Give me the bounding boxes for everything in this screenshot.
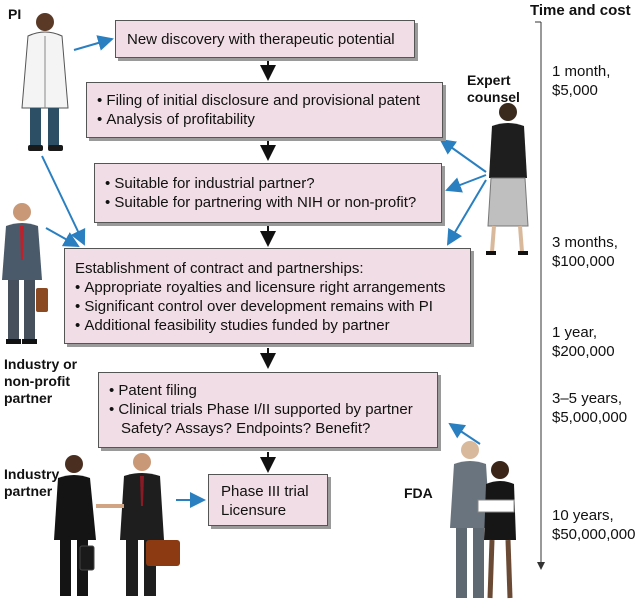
suitability-box: Suitable for industrial partner? Suitabl… [94,163,442,223]
timeline-entry-5: 10 years, $50,000,000 [552,506,635,544]
timeline-duration: 1 year, [552,324,598,341]
industry-partners-figure [54,453,180,596]
timeline-entry-4: 3–5 years, $5,000,000 [552,389,627,427]
clinical-box: Patent filing Clinical trials Phase I/II… [98,372,438,448]
contract-item: Appropriate royalties and licensure righ… [75,278,460,297]
clinical-questions: Safety? Assays? Endpoints? Benefit? [121,420,371,437]
contract-item: Additional feasibility studies funded by… [75,316,460,335]
expert-counsel-label: Expert counsel [467,72,520,106]
counsel-to-contract-arrow [446,179,487,246]
timeline-entry-1: 1 month, $5,000 [552,62,610,100]
contract-item: Significant control over development rem… [75,297,460,316]
phase3-line: Licensure [221,502,287,519]
discovery-box: New discovery with therapeutic potential [115,20,415,58]
counsel-to-filing-arrow [439,138,487,173]
phase3-line: Phase III trial [221,483,309,500]
pi-to-contract-arrow [41,155,86,246]
timeline-duration: 3–5 years, [552,390,623,407]
clinical-item: Patent filing [109,381,427,400]
industry-nonprofit-label-line-1: Industry or [4,356,78,372]
timeline-cost: $100,000 [552,253,615,270]
industry-nonprofit-label-line-2: non-profit [4,373,71,389]
expert-counsel-figure [486,103,529,255]
industry-nonprofit-label-line-3: partner [4,390,53,406]
timeline-duration: 3 months, [552,234,618,251]
discovery-text: New discovery with therapeutic potential [127,31,395,48]
fda-to-trials-arrow [448,422,481,445]
fda-label: FDA [404,485,433,501]
timeline-cost: $200,000 [552,343,615,360]
counsel-to-suitability-arrow [445,174,487,193]
timeline-duration: 10 years, [552,507,614,524]
pi-to-discovery-arrow [73,35,114,51]
timeline-axis [535,21,545,570]
expert-counsel-label-line-1: Expert [467,72,511,88]
timeline-cost: $5,000,000 [552,409,628,426]
pi-label: PI [8,6,22,22]
fda-figure [450,441,516,599]
expert-counsel-label-line-2: counsel [467,89,520,105]
industry-to-contract-arrow [45,227,80,247]
phase3-box: Phase III trial Licensure [208,474,328,526]
time-and-cost-header: Time and cost [530,2,631,19]
suitability-item: Suitable for industrial partner? [105,174,431,193]
industry-partner-label-line-2: partner [4,483,53,499]
clinical-item: Clinical trials Phase I/II supported by … [109,400,427,419]
industry-nonprofit-figure [2,203,48,344]
industry-nonprofit-label: Industry or non-profit partner [4,356,77,407]
industry-partner-label: Industry partner [4,466,59,500]
pi-figure [21,13,69,151]
disclosure-box: Filing of initial disclosure and provisi… [86,82,443,138]
timeline-entry-3: 1 year, $200,000 [552,323,615,361]
contract-intro: Establishment of contract and partnershi… [75,260,364,277]
suitability-item: Suitable for partnering with NIH or non-… [105,193,431,212]
disclosure-item: Filing of initial disclosure and provisi… [97,91,432,110]
industry-partner-label-line-1: Industry [4,466,60,482]
timeline-cost: $50,000,000 [552,526,636,543]
timeline-cost: $5,000 [552,82,598,99]
timeline-duration: 1 month, [552,63,611,80]
timeline-entry-2: 3 months, $100,000 [552,233,618,271]
contract-box: Establishment of contract and partnershi… [64,248,471,344]
disclosure-item: Analysis of profitability [97,110,432,129]
